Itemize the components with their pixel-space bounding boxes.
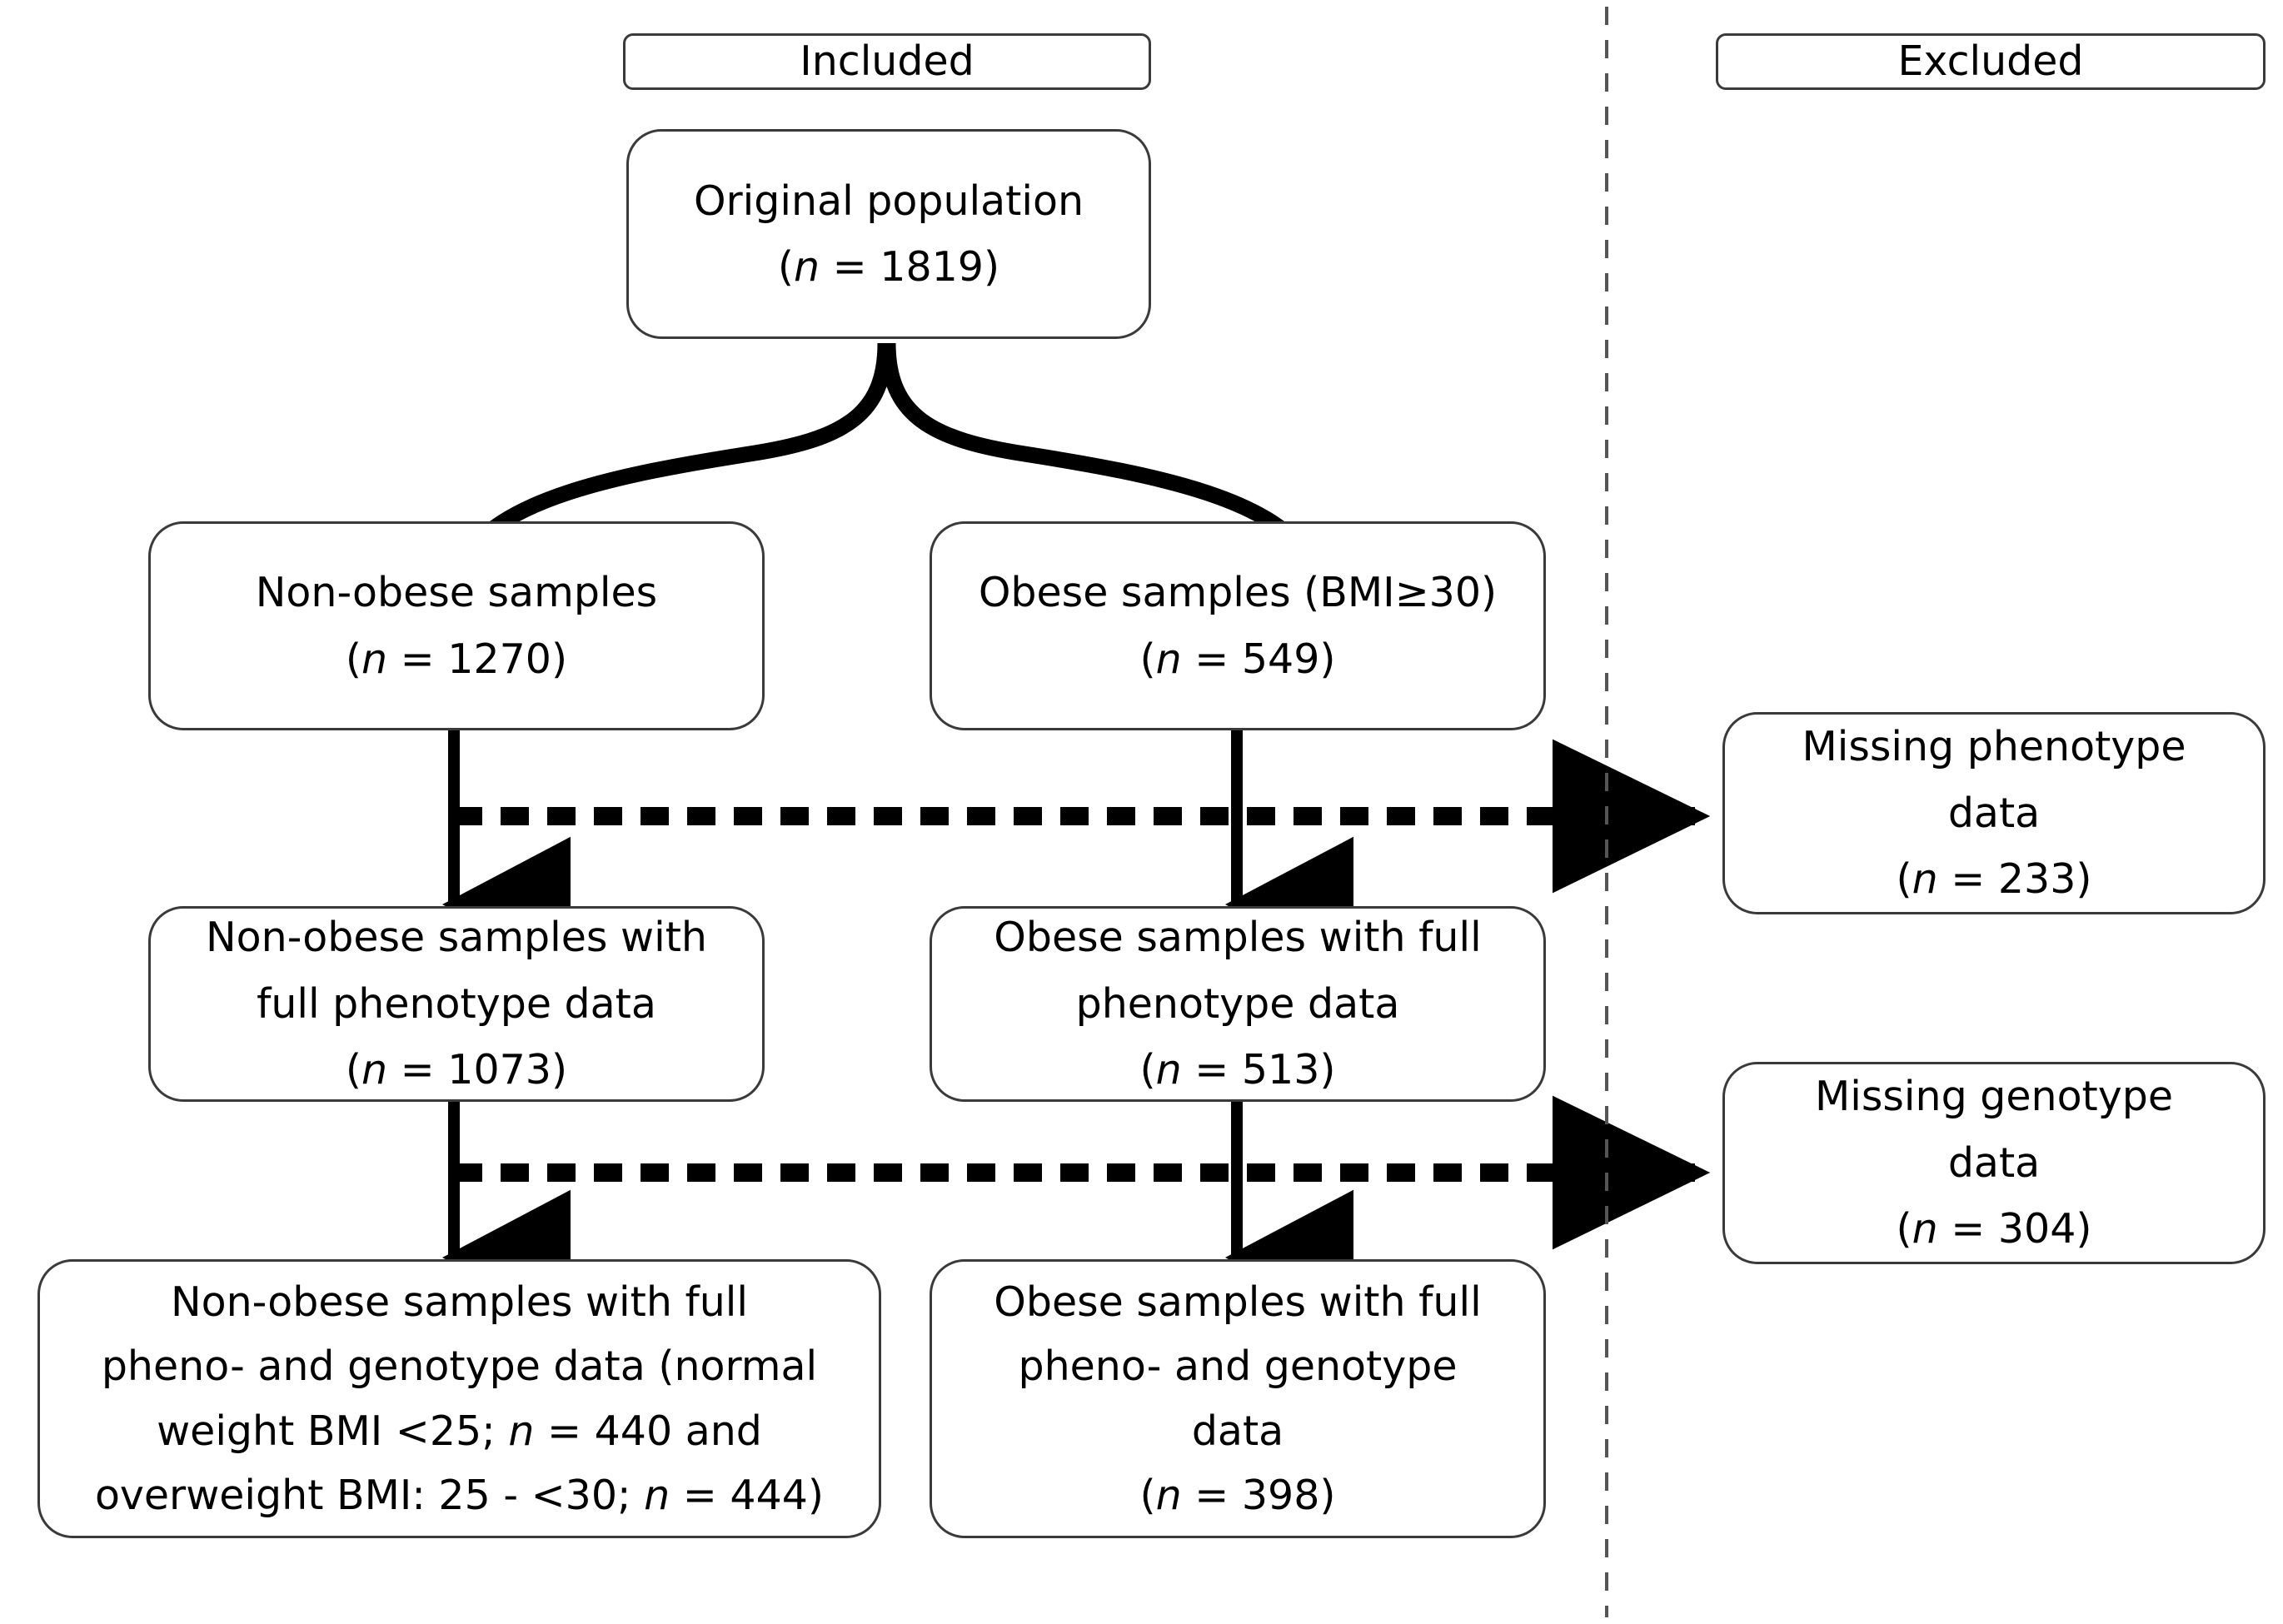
missing-genotype-text: Missing genotype data (n = 304) [1725, 1064, 2263, 1262]
non-obese-line1: Non-obese samples [255, 569, 658, 617]
missing-genotype-count: (n = 304) [1896, 1205, 2092, 1253]
non-obese-pheno-count: (n = 1073) [345, 1046, 568, 1094]
missing-genotype-line1: Missing genotype [1814, 1073, 2174, 1121]
missing-phenotype-line1: Missing phenotype [1802, 723, 2186, 771]
obese-geno-n-value: 398 [1241, 1471, 1320, 1519]
obese-line1: Obese samples (BMI≥30) [978, 569, 1498, 617]
non-obese-geno-line4: overweight BMI: 25 - <30; n = 444) [94, 1471, 825, 1519]
node-missing-genotype-data: Missing genotype data (n = 304) [1722, 1062, 2266, 1264]
n-symbol: n [794, 243, 820, 291]
n-symbol: n [361, 635, 388, 683]
node-non-obese-samples: Non-obese samples (n = 1270) [148, 521, 765, 730]
missing-phenotype-text: Missing phenotype data (n = 233) [1725, 714, 2263, 912]
non-obese-geno-line3: weight BMI <25; n = 440 and [157, 1407, 762, 1455]
obese-geno-line3: data [1191, 1407, 1284, 1455]
node-missing-phenotype-data: Missing phenotype data (n = 233) [1722, 712, 2266, 914]
node-original-population: Original population (n = 1819) [626, 129, 1151, 339]
included-header-box: Included [623, 33, 1151, 90]
n-symbol: n [508, 1407, 535, 1455]
included-header-label: Included [800, 37, 975, 86]
obese-geno-count: (n = 398) [1139, 1471, 1336, 1519]
n-symbol: n [1155, 1471, 1182, 1519]
non-obese-n-value: 1270 [447, 635, 551, 683]
node-obese-full-phenotype: Obese samples with full phenotype data (n … [930, 906, 1546, 1102]
obese-geno-line1: Obese samples with full [994, 1278, 1482, 1326]
original-population-line1: Original population [693, 177, 1084, 225]
node-obese-full-pheno-genotype: Obese samples with full pheno- and genoty… [930, 1259, 1546, 1538]
non-obese-pheno-line2: full phenotype data [257, 979, 656, 1028]
n-symbol: n [1912, 1205, 1938, 1253]
missing-genotype-line2: data [1947, 1138, 2041, 1187]
obese-count: (n = 549) [1139, 635, 1336, 683]
n-symbol: n [644, 1471, 670, 1519]
node-non-obese-full-pheno-genotype: Non-obese samples with full pheno- and ge… [37, 1259, 881, 1538]
node-non-obese-full-phenotype: Non-obese samples with full phenotype dat… [148, 906, 765, 1102]
obese-pheno-text: Obese samples with full phenotype data (n … [932, 904, 1543, 1103]
non-obese-text: Non-obese samples (n = 1270) [151, 560, 762, 692]
obese-pheno-count: (n = 513) [1139, 1046, 1336, 1094]
obese-geno-text: Obese samples with full pheno- and genoty… [932, 1270, 1543, 1528]
node-obese-samples: Obese samples (BMI≥30) (n = 549) [930, 521, 1546, 730]
non-obese-count: (n = 1270) [345, 635, 568, 683]
excluded-header-box: Excluded [1716, 33, 2266, 90]
normal-weight-bmi: <25 [395, 1407, 482, 1455]
normal-weight-n: 440 [594, 1407, 673, 1455]
obese-text: Obese samples (BMI≥30) (n = 549) [932, 560, 1543, 692]
non-obese-geno-text: Non-obese samples with full pheno- and ge… [40, 1270, 879, 1528]
overweight-n: 444 [730, 1471, 808, 1519]
excluded-header-label: Excluded [1897, 37, 2084, 86]
n-symbol: n [1155, 635, 1182, 683]
non-obese-geno-line1: Non-obese samples with full [170, 1278, 749, 1326]
n-symbol: n [361, 1046, 388, 1094]
missing-genotype-n-value: 304 [1997, 1205, 2076, 1253]
non-obese-pheno-line1: Non-obese samples with [206, 914, 707, 962]
missing-phenotype-line2: data [1947, 789, 2041, 837]
non-obese-geno-line2: pheno- and genotype data (normal [101, 1343, 818, 1391]
non-obese-pheno-text: Non-obese samples with full phenotype dat… [151, 904, 762, 1103]
missing-phenotype-n-value: 233 [1997, 855, 2076, 904]
original-population-n-value: 1819 [880, 243, 984, 291]
original-population-text: Original population (n = 1819) [629, 168, 1149, 301]
obese-pheno-n-value: 513 [1241, 1046, 1320, 1094]
obese-pheno-line2: phenotype data [1075, 979, 1400, 1028]
obese-pheno-line1: Obese samples with full [994, 914, 1482, 962]
original-population-count: (n = 1819) [777, 243, 1000, 291]
non-obese-pheno-n-value: 1073 [447, 1046, 551, 1094]
obese-n-value: 549 [1241, 635, 1320, 683]
n-symbol: n [1155, 1046, 1182, 1094]
missing-phenotype-count: (n = 233) [1896, 855, 2092, 904]
overweight-bmi: 25 - <30 [438, 1471, 618, 1519]
obese-geno-line2: pheno- and genotype [1018, 1343, 1458, 1391]
n-symbol: n [1912, 855, 1938, 904]
